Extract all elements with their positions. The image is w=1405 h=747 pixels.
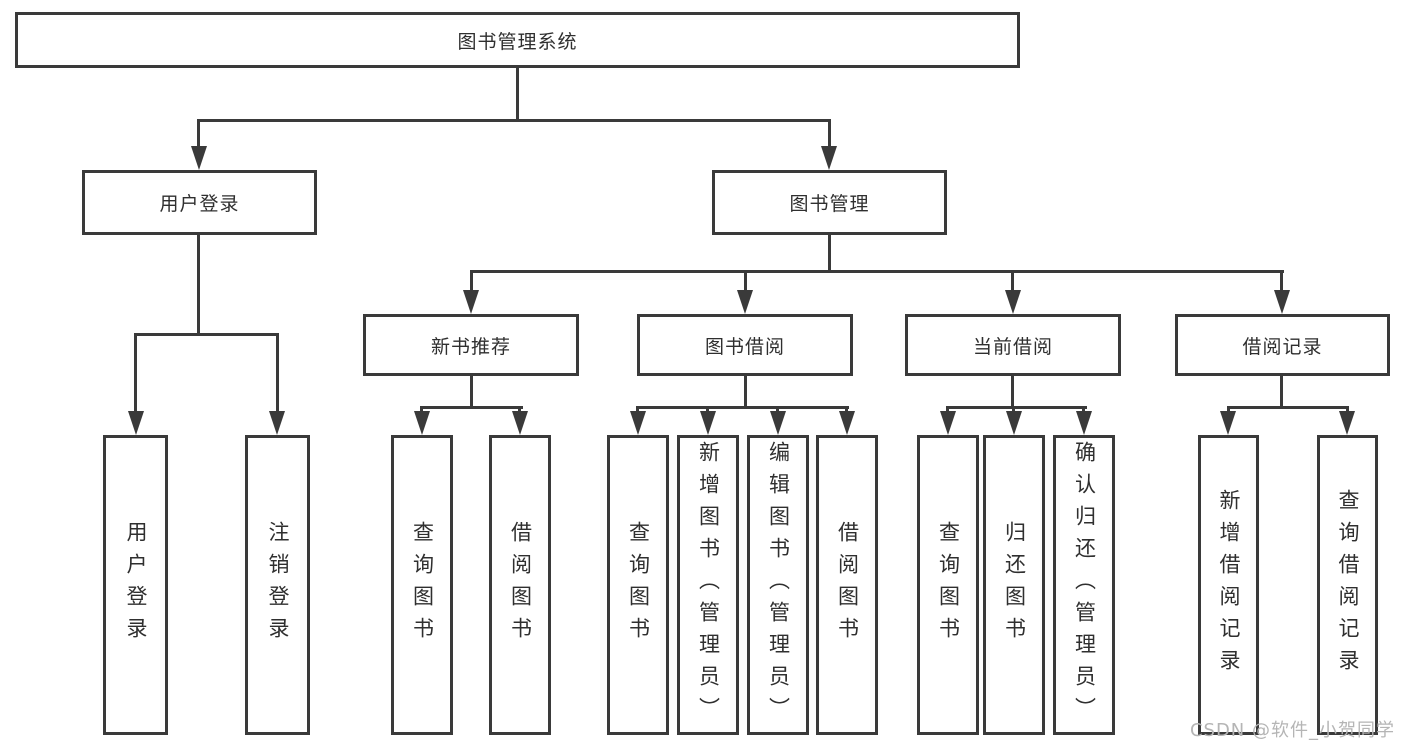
arrow-down-icon bbox=[1076, 411, 1092, 435]
arrow-down-icon bbox=[1274, 290, 1290, 314]
leaf-query-book-3: 查询图书 bbox=[917, 435, 979, 735]
arrow-down-icon bbox=[630, 411, 646, 435]
leaf-borrow-book-2-label: 借阅图书 bbox=[835, 521, 860, 649]
connector-line bbox=[470, 272, 473, 294]
leaf-query-book-2-label: 查询图书 bbox=[626, 521, 651, 649]
connector-line bbox=[828, 121, 831, 149]
leaf-borrow-book-1-label: 借阅图书 bbox=[508, 521, 533, 649]
connector-line bbox=[197, 121, 200, 149]
leaf-query-borrow-record-label: 查询借阅记录 bbox=[1336, 489, 1360, 681]
node-root: 图书管理系统 bbox=[15, 12, 1020, 68]
connector-line bbox=[1011, 272, 1014, 294]
leaf-add-borrow-record-label: 新增借阅记录 bbox=[1217, 489, 1241, 681]
leaf-query-book-1: 查询图书 bbox=[391, 435, 453, 735]
leaf-user-login: 用户登录 bbox=[103, 435, 168, 735]
arrow-down-icon bbox=[770, 411, 786, 435]
leaf-query-book-1-label: 查询图书 bbox=[410, 521, 435, 649]
connector-line bbox=[744, 376, 747, 408]
connector-line bbox=[946, 406, 1087, 409]
arrow-down-icon bbox=[1006, 411, 1022, 435]
leaf-edit-book-admin: 编辑图书（管理员） bbox=[747, 435, 809, 735]
leaf-borrow-book-2: 借阅图书 bbox=[816, 435, 878, 735]
connector-line bbox=[1280, 376, 1283, 408]
watermark-text: CSDN @软件_小贺同学 bbox=[1189, 720, 1395, 741]
arrow-down-icon bbox=[414, 411, 430, 435]
arrow-down-icon bbox=[700, 411, 716, 435]
connector-line bbox=[744, 272, 747, 294]
node-new-book-recommend-label: 新书推荐 bbox=[430, 335, 511, 358]
arrow-down-icon bbox=[940, 411, 956, 435]
leaf-return-book: 归还图书 bbox=[983, 435, 1045, 735]
node-user-login: 用户登录 bbox=[82, 170, 317, 235]
arrow-down-icon bbox=[463, 290, 479, 314]
arrow-down-icon bbox=[821, 146, 837, 170]
node-borrow-records: 借阅记录 bbox=[1175, 314, 1390, 376]
arrow-down-icon bbox=[737, 290, 753, 314]
arrow-down-icon bbox=[1220, 411, 1236, 435]
leaf-confirm-return-admin: 确认归还（管理员） bbox=[1053, 435, 1115, 735]
leaf-add-book-admin-label: 新增图书（管理员） bbox=[696, 441, 721, 729]
leaf-query-borrow-record: 查询借阅记录 bbox=[1317, 435, 1378, 735]
arrow-down-icon bbox=[269, 411, 285, 435]
arrow-down-icon bbox=[1339, 411, 1355, 435]
node-book-borrow-label: 图书借阅 bbox=[704, 335, 785, 358]
connector-line bbox=[828, 235, 831, 273]
leaf-query-book-2: 查询图书 bbox=[607, 435, 669, 735]
node-book-borrow: 图书借阅 bbox=[637, 314, 853, 376]
connector-line bbox=[470, 270, 1284, 273]
arrow-down-icon bbox=[191, 146, 207, 170]
connector-line bbox=[197, 119, 831, 122]
arrow-down-icon bbox=[512, 411, 528, 435]
connector-line bbox=[516, 68, 519, 122]
connector-line bbox=[1011, 376, 1014, 408]
connector-line bbox=[1280, 272, 1283, 294]
node-new-book-recommend: 新书推荐 bbox=[363, 314, 579, 376]
leaf-user-login-label: 用户登录 bbox=[124, 521, 148, 649]
arrow-down-icon bbox=[839, 411, 855, 435]
node-user-login-label: 用户登录 bbox=[159, 193, 240, 215]
leaf-return-book-label: 归还图书 bbox=[1002, 521, 1027, 649]
leaf-confirm-return-admin-label: 确认归还（管理员） bbox=[1072, 441, 1097, 729]
node-current-borrow: 当前借阅 bbox=[905, 314, 1121, 376]
connector-line bbox=[420, 406, 523, 409]
connector-line bbox=[276, 335, 279, 415]
node-book-management: 图书管理 bbox=[712, 170, 947, 235]
node-root-label: 图书管理系统 bbox=[457, 30, 578, 53]
connector-line bbox=[470, 376, 473, 408]
arrow-down-icon bbox=[128, 411, 144, 435]
connector-line bbox=[636, 406, 849, 409]
node-book-management-label: 图书管理 bbox=[789, 193, 870, 215]
leaf-add-book-admin: 新增图书（管理员） bbox=[677, 435, 739, 735]
node-current-borrow-label: 当前借阅 bbox=[972, 335, 1053, 358]
arrow-down-icon bbox=[1005, 290, 1021, 314]
leaf-logout-label: 注销登录 bbox=[266, 521, 290, 649]
connector-line bbox=[1227, 406, 1349, 409]
connector-line bbox=[134, 333, 279, 336]
connector-line bbox=[197, 235, 200, 335]
connector-line bbox=[134, 335, 137, 415]
leaf-query-book-3-label: 查询图书 bbox=[936, 521, 961, 649]
leaf-add-borrow-record: 新增借阅记录 bbox=[1198, 435, 1259, 735]
node-borrow-records-label: 借阅记录 bbox=[1242, 335, 1323, 358]
leaf-edit-book-admin-label: 编辑图书（管理员） bbox=[766, 441, 791, 729]
leaf-borrow-book-1: 借阅图书 bbox=[489, 435, 551, 735]
leaf-logout: 注销登录 bbox=[245, 435, 310, 735]
